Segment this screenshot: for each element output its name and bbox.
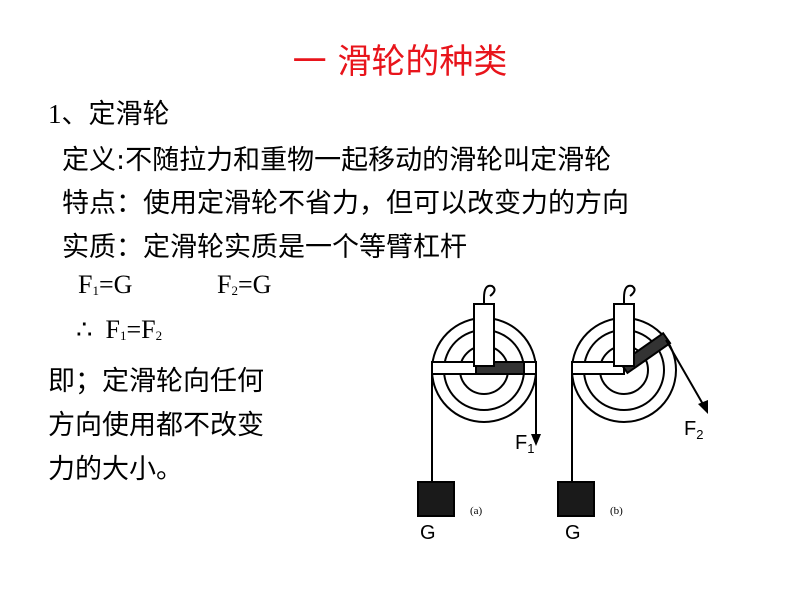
feature-text: 特点：使用定滑轮不省力，但可以改变力的方向 (62, 188, 629, 219)
section-heading: 1、定滑轮 (48, 92, 170, 131)
page-title: 一 滑轮的种类 (292, 42, 508, 82)
label-b: (b) (610, 505, 623, 517)
pulley-figure: (a) (b) F1 F2 G G (400, 270, 730, 570)
force-f1-label: F1 (515, 432, 535, 456)
force-f2-label: F2 (684, 418, 704, 442)
therefore-symbol: ∴ (76, 315, 93, 344)
essence-text: 实质：定滑轮实质是一个等臂杠杆 (62, 232, 467, 263)
label-a: (a) (470, 505, 483, 517)
conclusion-line-3: 力的大小。 (48, 454, 183, 485)
weight-g-left-label: G (420, 522, 436, 544)
formula-f1: F1=G (78, 270, 133, 299)
hook-icon (483, 284, 496, 299)
conclusion-line-2: 方向使用都不改变 (48, 410, 264, 441)
definition-text: 定义:不随拉力和重物一起移动的滑轮叫定滑轮 (62, 145, 612, 176)
pulley-diagram: (a) (b) (417, 284, 708, 517)
pulley-b (557, 284, 708, 517)
hook-icon-b (623, 284, 636, 299)
pulley-a (417, 284, 541, 517)
section-number: 1、 (48, 99, 89, 129)
weight-g-right-label: G (565, 522, 581, 544)
conclusion-line-1: 即；定滑轮向任何 (48, 366, 264, 397)
formula-conclusion: ∴ F1=F2 (76, 315, 163, 344)
formula-f2: F2=G (217, 270, 272, 299)
section-title: 定滑轮 (88, 99, 170, 130)
